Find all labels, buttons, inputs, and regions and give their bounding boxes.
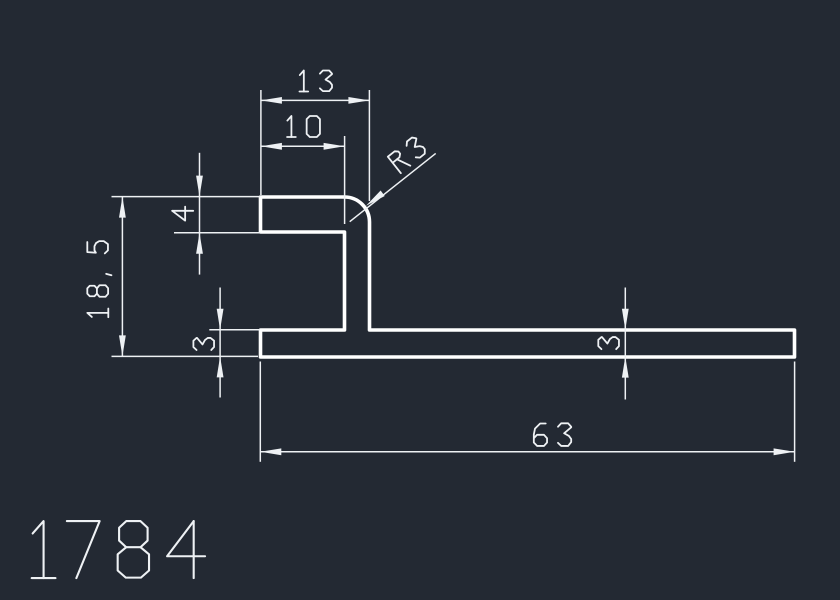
dimension-arrowhead bbox=[260, 97, 282, 104]
dimension-text-r3 bbox=[386, 136, 426, 175]
dimension-arrowhead bbox=[260, 448, 282, 456]
dimension-text-18-5 bbox=[86, 240, 113, 319]
dimension-arrowhead bbox=[323, 142, 345, 150]
dimension-text-4 bbox=[171, 205, 195, 222]
dimension-arrowhead bbox=[119, 335, 126, 357]
dimension-arrowhead bbox=[196, 175, 203, 197]
dimension-text-3-right bbox=[597, 336, 620, 351]
dimension-arrowhead bbox=[216, 356, 224, 378]
dimension-arrowhead bbox=[260, 142, 282, 150]
dimension-text-13 bbox=[298, 69, 333, 93]
dimension-arrowhead bbox=[621, 308, 629, 330]
dimension-10 bbox=[260, 115, 346, 224]
part-number-text bbox=[30, 520, 207, 580]
dimension-3-left bbox=[192, 287, 260, 398]
dimension-arrowhead bbox=[196, 232, 203, 254]
dimension-3-right bbox=[597, 287, 629, 400]
dimensions-layer bbox=[86, 69, 796, 462]
profile-outline bbox=[258, 195, 797, 359]
dimension-arrowhead bbox=[119, 196, 126, 218]
dimension-arrowhead bbox=[621, 356, 629, 378]
dimension-4 bbox=[111, 152, 261, 275]
dimension-63 bbox=[259, 361, 796, 462]
dimension-text-3-left bbox=[192, 337, 215, 351]
dimension-13 bbox=[260, 69, 371, 201]
dimension-text-10 bbox=[286, 115, 321, 138]
part-number-label bbox=[30, 520, 207, 580]
dimension-arrowhead bbox=[216, 308, 224, 330]
dimension-18-5 bbox=[86, 196, 258, 358]
dimension-r3 bbox=[349, 136, 437, 223]
dimension-line bbox=[349, 152, 437, 223]
dimension-text-63 bbox=[532, 422, 573, 447]
dimension-arrowhead bbox=[365, 190, 385, 206]
dimension-arrowhead bbox=[773, 448, 795, 456]
dimension-arrowhead bbox=[348, 97, 370, 104]
